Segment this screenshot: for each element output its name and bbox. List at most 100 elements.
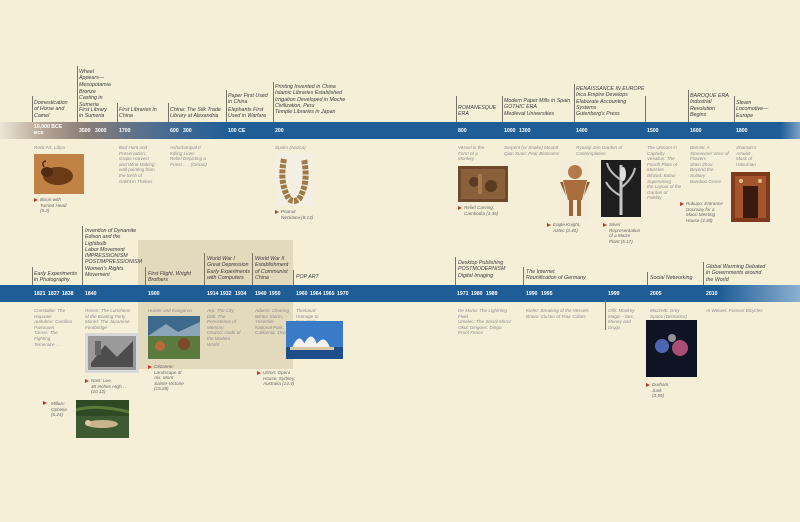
- band-date: 200: [275, 128, 284, 134]
- band-date: 300: [183, 128, 192, 134]
- junk-image: [646, 320, 697, 377]
- divider: [77, 66, 78, 122]
- band-date: 1980: [471, 291, 483, 297]
- band-date: 1300: [519, 128, 531, 134]
- caption-arrow: [34, 198, 38, 202]
- divider: [605, 300, 606, 330]
- divider: [293, 270, 294, 285]
- band-date: 1934: [235, 291, 247, 297]
- caption-arrow: [275, 210, 279, 214]
- band-date-suffix: BCE: [34, 130, 44, 135]
- artwork-list: Spider (Nazca): [275, 145, 306, 150]
- band-date: 2010: [706, 291, 718, 297]
- nast-image: [85, 333, 139, 373]
- image-caption: Eagle Knight,Aztec (3.40): [553, 222, 581, 233]
- band-date: 10,000 BCE: [34, 124, 63, 130]
- band-date: 1700: [119, 128, 131, 134]
- divider: [574, 84, 575, 122]
- cezanne-image: [148, 316, 200, 359]
- necklace-image: [275, 153, 313, 206]
- divider: [688, 90, 689, 122]
- maori-doorway-image: [731, 172, 770, 222]
- artwork-list: Hunter and Kangaroo: [148, 308, 192, 313]
- caption-arrow: [257, 371, 261, 375]
- caption-arrow: [458, 206, 462, 210]
- band-date: 1940: [255, 291, 267, 297]
- band-date: 1999: [608, 291, 620, 297]
- band-date: 1989: [486, 291, 498, 297]
- event-pop-art: POP ART: [296, 274, 319, 280]
- band-date: 100 CE: [228, 128, 246, 134]
- band-date: 1964: [310, 291, 322, 297]
- band-date: 1400: [576, 128, 588, 134]
- band-date: 1914: [207, 291, 219, 297]
- divider: [273, 82, 274, 122]
- divider: [502, 96, 503, 122]
- opera-house-image: [286, 321, 343, 359]
- band-date: 1600: [690, 128, 702, 134]
- event-social-networking: Social Networking: [650, 275, 693, 281]
- divider: [455, 257, 456, 285]
- divider: [647, 272, 648, 285]
- band-date: 1900: [148, 291, 160, 297]
- band-date: 1965: [323, 291, 335, 297]
- ophelia-image: [76, 400, 129, 438]
- timeline-band-ancient: [0, 122, 800, 139]
- band-date: 1932: [220, 291, 232, 297]
- caption-arrow: [646, 383, 650, 387]
- artwork-list: Rock Art, Libya: [34, 145, 65, 150]
- divider: [703, 262, 704, 285]
- divider: [145, 267, 146, 285]
- image-caption: Nast: Lee,48 Inches High . .(10.12): [91, 378, 127, 395]
- band-date: 600: [170, 128, 179, 134]
- bison-image: [34, 154, 84, 194]
- band-date: 1838: [62, 291, 74, 297]
- divider: [456, 96, 457, 122]
- divider: [168, 103, 169, 122]
- divider: [645, 96, 646, 122]
- band-date: 1500: [647, 128, 659, 134]
- divider: [32, 96, 33, 122]
- caption-arrow: [148, 365, 152, 369]
- image-caption: Millais:Ophelia(6.24): [51, 401, 67, 418]
- band-date: 1827: [48, 291, 60, 297]
- band-date: 1995: [541, 291, 553, 297]
- caption-arrow: [603, 223, 607, 227]
- artwork-list: Ai Weiwei: Forever Bicycles: [706, 308, 763, 313]
- band-date: 1821: [34, 291, 46, 297]
- eagle-knight-image: [560, 160, 590, 220]
